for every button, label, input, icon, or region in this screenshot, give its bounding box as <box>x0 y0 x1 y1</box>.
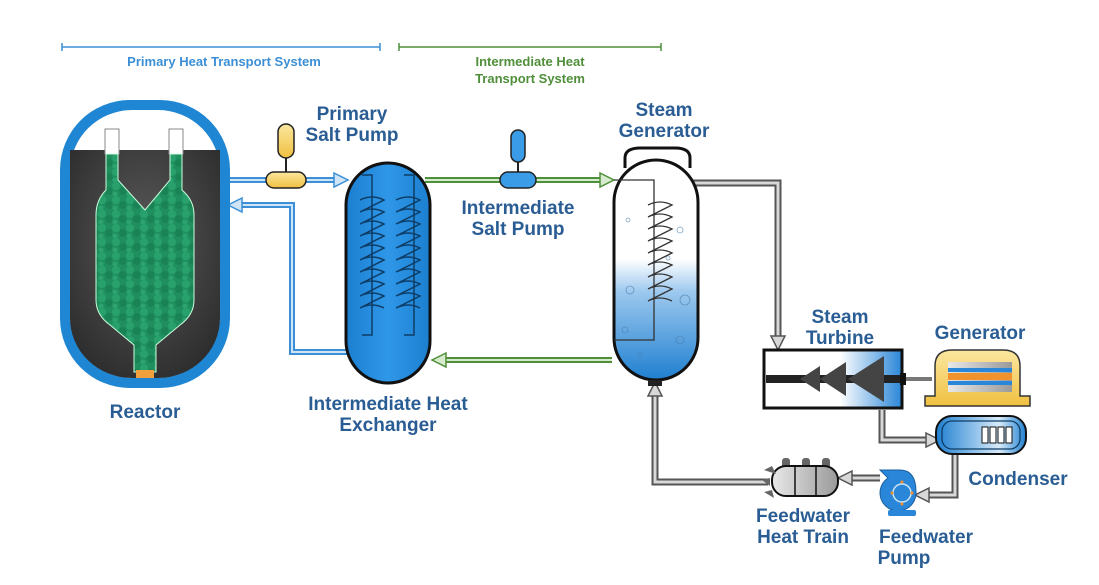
fw-pump-label-1: Feedwater <box>879 527 974 548</box>
intermediate-section-label-1: Intermediate Heat <box>475 54 585 69</box>
intermediate-section-label-2: Transport System <box>475 71 585 86</box>
reactor[interactable]: Reactor <box>60 100 230 423</box>
sg-coil <box>614 179 674 341</box>
sg-label-2: Generator <box>619 121 710 142</box>
condenser-label: Condenser <box>968 469 1068 490</box>
fw-heat-label-2: Heat Train <box>757 527 849 548</box>
primary-salt-pump[interactable]: Primary Salt Pump <box>265 104 399 189</box>
primary-section-label: Primary Heat Transport System <box>127 54 321 69</box>
feedwater-pump[interactable]: Feedwater Pump <box>878 469 974 569</box>
condenser[interactable]: Condenser <box>935 415 1068 490</box>
primary-pump-label-2: Salt Pump <box>306 125 399 146</box>
ihx-label-1: Intermediate Heat <box>308 394 468 415</box>
sg-bubbles <box>621 217 691 358</box>
generator[interactable]: Generator <box>924 323 1031 407</box>
ihx-label-2: Exchanger <box>339 415 437 436</box>
int-pump-label-2: Salt Pump <box>472 219 565 240</box>
steam-loop-pipes <box>646 179 959 504</box>
intermediate-heat-exchanger[interactable]: Intermediate Heat Exchanger <box>308 161 468 436</box>
sg-label-1: Steam <box>635 100 692 121</box>
feedwater-heat-train[interactable]: Feedwater Heat Train <box>756 458 851 548</box>
intermediate-salt-pump[interactable]: Intermediate Salt Pump <box>462 129 575 240</box>
steam-turbine[interactable]: Steam Turbine <box>762 307 932 410</box>
intermediate-section-bracket: Intermediate Heat Transport System <box>398 43 662 86</box>
primary-section-bracket: Primary Heat Transport System <box>61 43 381 69</box>
int-pump-label-1: Intermediate <box>462 198 575 219</box>
reactor-label: Reactor <box>110 402 181 423</box>
primary-pump-label-1: Primary <box>317 104 388 125</box>
turbine-label-2: Turbine <box>806 328 874 349</box>
fw-heat-label-1: Feedwater <box>756 506 851 527</box>
primary-loop-pipes <box>226 171 350 355</box>
generator-label: Generator <box>935 323 1026 344</box>
turbine-label-1: Steam <box>811 307 868 328</box>
fw-pump-label-2: Pump <box>878 548 931 569</box>
steam-generator[interactable]: Steam Generator <box>612 100 710 386</box>
ihx-coils <box>359 174 422 336</box>
